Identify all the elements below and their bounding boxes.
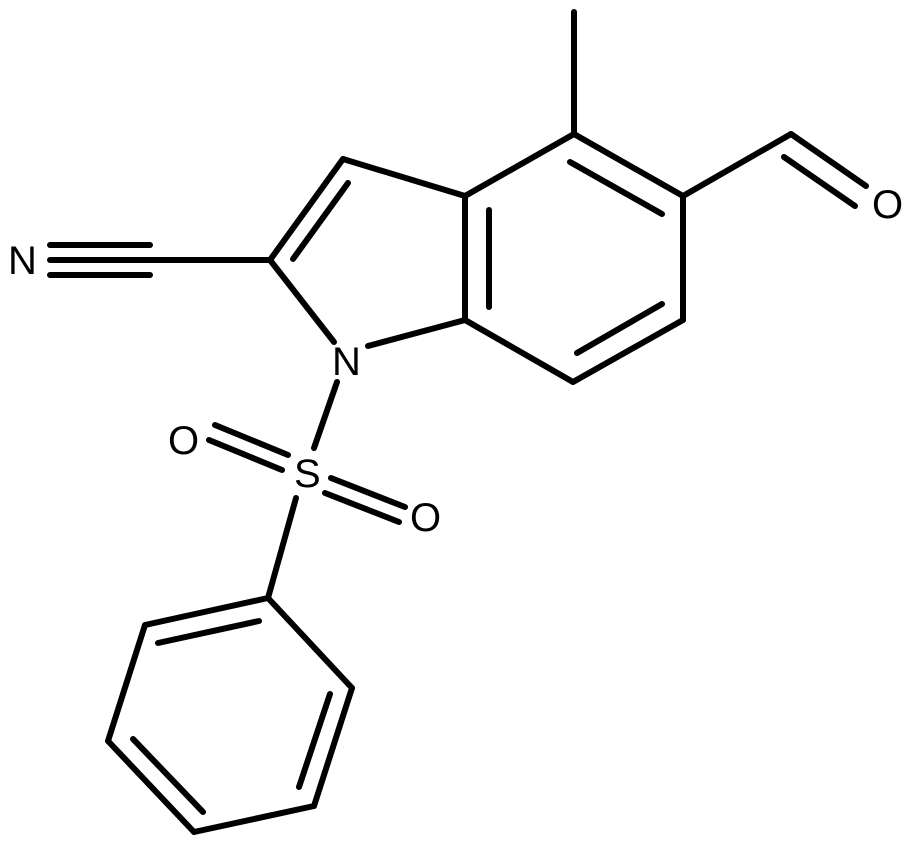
atom-label-sulfonyl-s: S [294, 452, 321, 496]
bond-c6-c7 [570, 317, 686, 385]
atom-label-sulfonyl-o2: O [410, 496, 441, 540]
bond-ph-3-inner [130, 736, 206, 815]
bond-ph-6 [265, 595, 355, 691]
bond-n1-s [311, 379, 340, 451]
bond-c5-cho [680, 131, 794, 199]
bond-s-o2-a [328, 475, 408, 510]
bond-ph-3 [105, 738, 197, 835]
bond-s-o1-b [206, 437, 285, 473]
bond-n1-c7a [365, 317, 468, 349]
atom-label-ring-n: N [332, 340, 361, 384]
bond-cho-o [788, 131, 869, 189]
bond-ph-5 [311, 685, 355, 809]
bond-c3-c2-inner [290, 180, 351, 262]
bond-s-o1-a [212, 422, 291, 458]
bond-s-ph [265, 495, 299, 601]
bond-c3a-c4 [462, 131, 577, 199]
bond-ph-2 [105, 622, 148, 744]
bond-c3-c2 [267, 156, 346, 263]
bond-c3a-c3 [340, 156, 468, 199]
atom-label-sulfonyl-o1: O [168, 419, 199, 463]
bond-c4-c5-inner [567, 159, 665, 217]
bond-cho-o-second [781, 154, 858, 209]
bond-c4-c5 [571, 131, 686, 199]
atom-label-aldehyde-o: O [872, 183, 903, 227]
bond-ph-4 [191, 803, 317, 835]
bond-s-o2-b [322, 490, 402, 525]
bond-c6-c7-inner [574, 301, 665, 356]
bond-ph-5-inner [296, 691, 333, 790]
bond-ph-1 [142, 595, 271, 628]
bond-c2-n1 [267, 257, 337, 345]
bond-c7-c7a [462, 317, 576, 385]
bond-ph-1-inner [155, 618, 262, 646]
atom-label-nitrile-n: N [8, 239, 37, 283]
